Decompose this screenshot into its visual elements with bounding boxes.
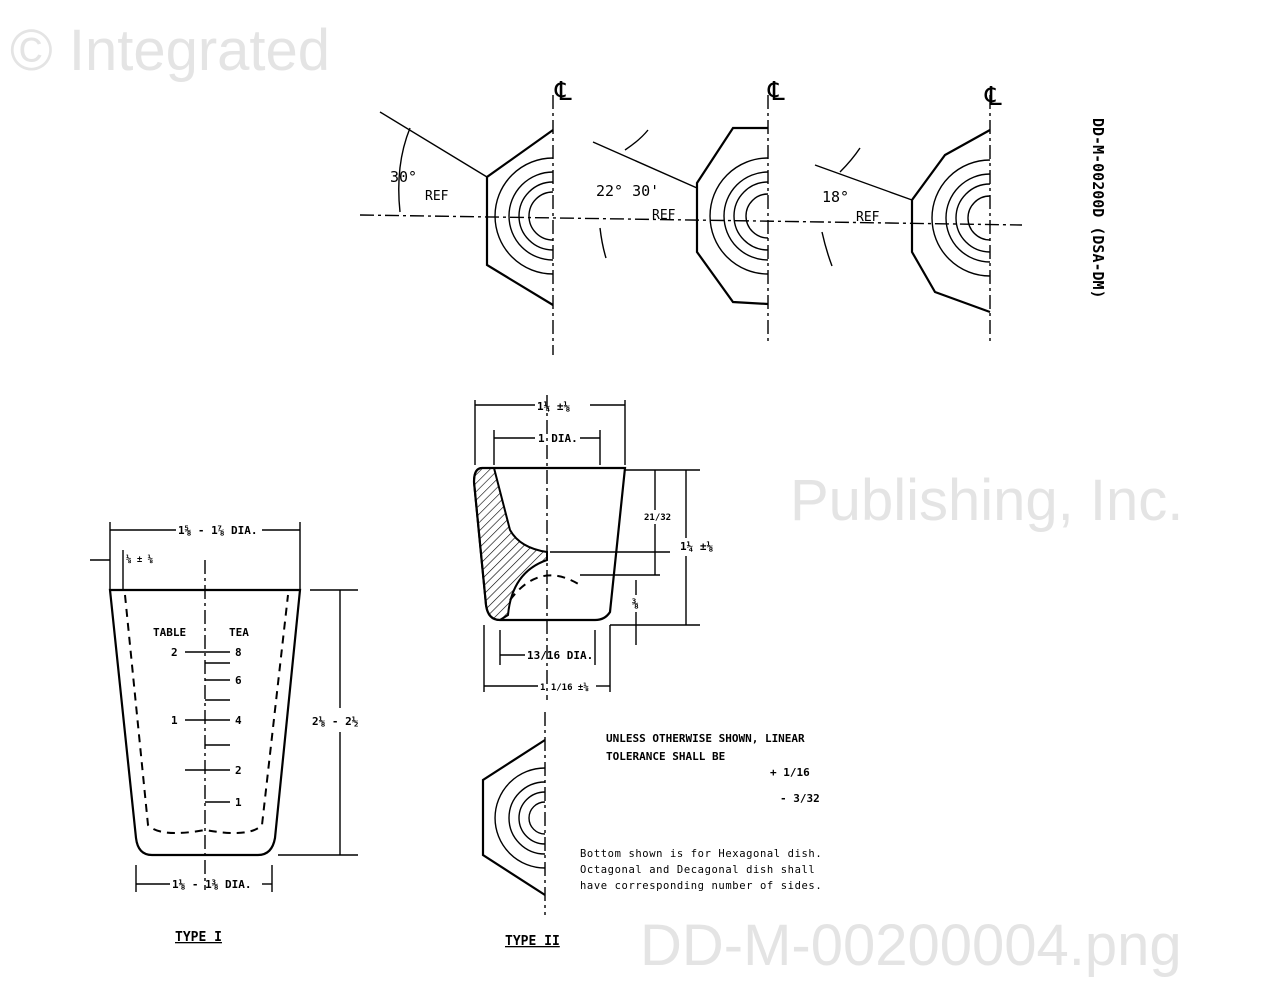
tea-mark: 8: [235, 646, 242, 659]
drawing-number-label: DD-M-00200D (DSA-DM): [1089, 118, 1107, 299]
bottom-note: Bottom shown is for Hexagonal dish. Octa…: [580, 848, 822, 892]
tea-mark: 2: [235, 764, 242, 777]
tea-mark: 6: [235, 674, 242, 687]
bottom-note-line-1: Bottom shown is for Hexagonal dish.: [580, 848, 822, 860]
bottom-diameter-dim: 1⅛ - 1⅜ DIA.: [172, 878, 251, 891]
centerline-symbol: ℄: [984, 82, 1002, 112]
wall-thickness-dim: ⅛ ± ⅛: [126, 554, 154, 565]
centerline-symbol: ℄: [554, 77, 572, 107]
tolerance-line-2: TOLERANCE SHALL BE: [606, 750, 725, 763]
watermark: © Integrated Publishing, Inc. DD-M-00200…: [10, 18, 1183, 978]
tea-mark: 1: [235, 796, 242, 809]
type-2-bottom-view: TYPE II: [481, 712, 560, 949]
ref-label: REF: [425, 189, 449, 204]
tolerance-plus: + 1/16: [770, 766, 810, 779]
top-view-decagonal: ℄ 18° REF: [814, 82, 1002, 345]
tea-label: TEA: [229, 626, 249, 639]
type-2-caption: TYPE II: [505, 934, 560, 949]
angle-18: 18°: [822, 188, 849, 206]
top-diameter-dim: 1⅝ - 1⅞ DIA.: [178, 524, 257, 537]
table-mark: 2: [171, 646, 178, 659]
watermark-line3: DD-M-00200004.png: [640, 913, 1182, 978]
bottom-note-line-3: have corresponding number of sides.: [580, 880, 822, 892]
bottom-inner-dim: 13/16 DIA.: [527, 649, 593, 662]
bottom-thickness-dim: ⅜: [632, 597, 639, 610]
tolerance-note: UNLESS OTHERWISE SHOWN, LINEAR TOLERANCE…: [606, 732, 820, 805]
type-1-caption: TYPE I: [175, 930, 222, 945]
angle-30: 30°: [390, 168, 417, 186]
bottom-outer-dim: 1 1/16 ±⅛: [540, 682, 589, 693]
type-1-cup: 1⅝ - 1⅞ DIA. ⅛ ± ⅛ TABLE TEA 2 8 6 1 4 2…: [90, 522, 359, 945]
top-view-hexagonal: ℄ 30° REF: [379, 77, 572, 355]
depth-dim: 21/32: [644, 513, 671, 523]
bottom-note-line-2: Octagonal and Decagonal dish shall: [580, 864, 815, 876]
type-2-dish-section: 1¼ ±⅛ 1 DIA. 21/32 1¼ ±⅛ ⅜ 13/16 DIA. 1 …: [472, 395, 713, 700]
angle-22-30: 22° 30': [596, 182, 659, 200]
height-dim: 1¼ ±⅛: [680, 540, 713, 553]
table-mark: 1: [171, 714, 178, 727]
ref-label: REF: [652, 208, 676, 223]
tolerance-minus: - 3/32: [780, 792, 820, 805]
watermark-line2: Publishing, Inc.: [790, 468, 1183, 533]
tea-mark: 4: [235, 714, 242, 727]
horizontal-centerline: [359, 214, 1023, 226]
tolerance-line-1: UNLESS OTHERWISE SHOWN, LINEAR: [606, 732, 805, 745]
centerline-symbol: ℄: [767, 77, 785, 107]
watermark-line1: © Integrated: [10, 18, 330, 83]
ref-label: REF: [856, 210, 880, 225]
top-view-octagonal: ℄ 22° 30' REF: [592, 77, 785, 345]
table-label: TABLE: [153, 626, 186, 639]
inner-top-dim: 1 DIA.: [538, 432, 578, 445]
height-dim: 2⅛ - 2½: [312, 715, 359, 728]
overall-top-dim: 1¼ ±⅛: [537, 400, 570, 413]
